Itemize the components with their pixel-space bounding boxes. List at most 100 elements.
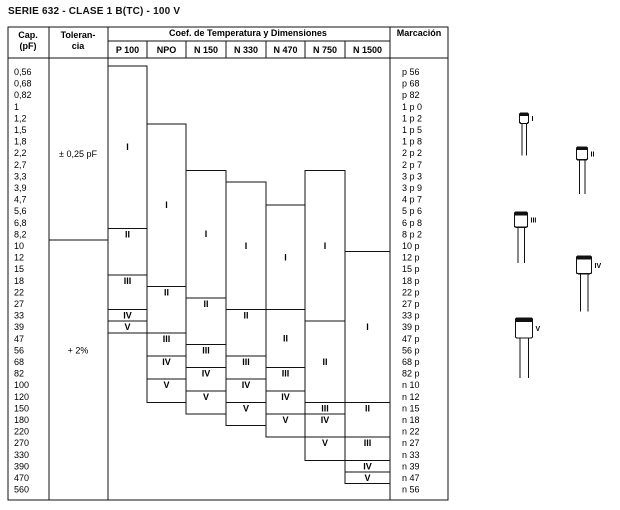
capacitance-value: 150 [14,403,29,413]
capacitor-label: IV [595,263,602,270]
dimension-label: V [163,380,169,390]
marking-value: 82 p [402,369,420,379]
capacitor-cap [519,113,529,116]
dimension-label: I [284,252,287,262]
capacitance-value: 82 [14,369,24,379]
marking-value: 27 p [402,299,420,309]
dimension-label: V [243,403,249,413]
capacitance-value: 6,8 [14,218,27,228]
capacitance-value: 2,2 [14,148,27,158]
capacitor-cap [514,212,528,216]
dimension-label: IV [162,357,171,367]
capacitor-cap [576,147,588,151]
marking-value: n 12 [402,392,420,402]
capacitance-value: 120 [14,392,29,402]
capacitor-cap [515,318,533,322]
marking-value: n 47 [402,473,420,483]
capacitance-value: 18 [14,276,24,286]
capacitor-size-5: V [514,317,541,378]
marking-value: n 39 [402,461,420,471]
capacitance-value: 100 [14,380,29,390]
marking-value: 1 p 5 [402,125,422,135]
dimension-label: V [282,415,288,425]
capacitance-value: 47 [14,334,24,344]
marking-value: 3 p 3 [402,171,422,181]
capacitance-value: 3,9 [14,183,27,193]
column-header: NPO [157,45,177,55]
capacitance-value: 2,7 [14,160,27,170]
capacitance-value: 22 [14,287,24,297]
capacitance-value: 1,2 [14,113,27,123]
dimension-label: III [163,334,171,344]
marking-value: 22 p [402,287,420,297]
marking-value: 1 p 2 [402,113,422,123]
tolerance-column: ± 0,25 pF+ 2% [49,149,108,355]
table-border [7,26,449,501]
column-header: N 750 [313,45,337,55]
marking-value: n 56 [402,485,420,495]
marking-value: n 33 [402,450,420,460]
dimension-label: IV [363,461,372,471]
dimension-label: III [364,438,372,448]
dimension-blocks: IIIIIIIVVIIIIIIIVVIIIIIIIVVIIIIIIIVVIIII… [107,65,391,485]
marking-value: 1 p 8 [402,137,422,147]
dimension-label: IV [321,415,330,425]
marking-value: 2 p 2 [402,148,422,158]
column-header: N 150 [194,45,218,55]
dimension-label: III [321,403,329,413]
capacitance-value: 1,5 [14,125,27,135]
dimension-label: III [282,369,290,379]
column-header: N 330 [234,45,258,55]
dimension-block [344,471,391,485]
dimension-label: II [125,229,130,239]
marking-value: 2 p 7 [402,160,422,170]
table-grid [7,26,449,501]
capacitance-value: 0,56 [14,67,32,77]
dimension-label: I [324,241,327,251]
marking-value: 10 p [402,241,420,251]
dimension-label: IV [123,311,132,321]
marking-value: 15 p [402,264,420,274]
header-tol-line2: cia [72,41,86,51]
capacitance-value: 330 [14,450,29,460]
capacitance-value: 5,6 [14,206,27,216]
tolerance-value: ± 0,25 pF [59,149,97,159]
marking-value: n 18 [402,415,420,425]
capacitance-value: 33 [14,311,24,321]
capacitance-column: 0,560,680,8211,21,51,82,22,73,33,94,75,6… [14,67,32,495]
capacitor-label: V [536,326,541,333]
capacitance-value: 15 [14,264,24,274]
dimension-label: II [243,311,248,321]
dimension-label: V [322,438,328,448]
dimension-label: I [205,229,208,239]
capacitor-size-3: III [513,211,536,264]
capacitance-value: 1 [14,102,19,112]
dimension-label: V [124,322,130,332]
marking-value: n 27 [402,438,420,448]
column-header: P 100 [116,45,139,55]
marking-value: 1 p 0 [402,102,422,112]
capacitance-value: 10 [14,241,24,251]
capacitance-value: 180 [14,415,29,425]
capacitance-value: 0,82 [14,90,32,100]
marking-value: 8 p 2 [402,229,422,239]
capacitance-value: 4,7 [14,195,27,205]
header-marcacion: Marcación [397,28,442,38]
capacitance-value: 39 [14,322,24,332]
capacitance-value: 270 [14,438,29,448]
capacitor-label: I [532,116,534,123]
dimension-label: IV [242,380,251,390]
dimension-label: I [366,322,369,332]
capacitance-value: 27 [14,299,24,309]
capacitance-value: 220 [14,427,29,437]
capacitance-value: 56 [14,345,24,355]
marking-value: 5 p 6 [402,206,422,216]
dimension-label: II [322,357,327,367]
capacitance-value: 560 [14,485,29,495]
marking-value: p 68 [402,79,420,89]
marking-value: 47 p [402,334,420,344]
dimension-label: II [283,334,288,344]
